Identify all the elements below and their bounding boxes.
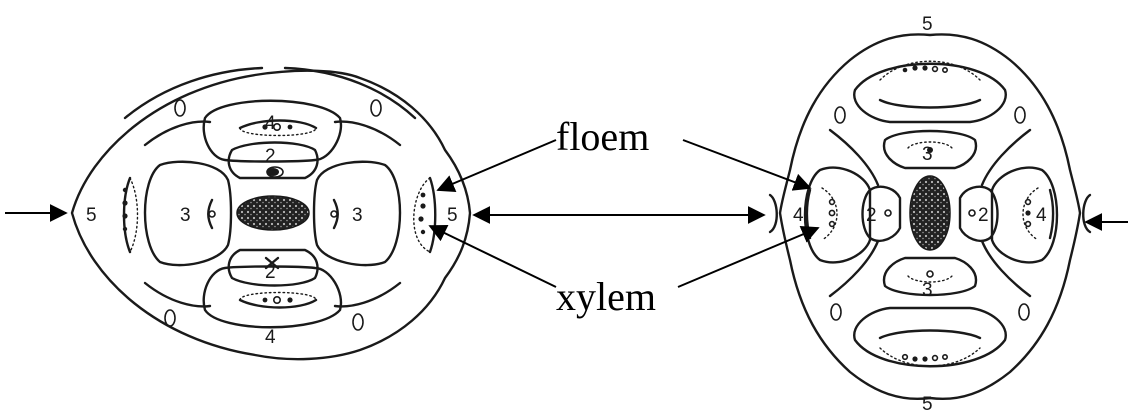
right-number-right-inner: 2 — [978, 205, 989, 226]
xylem-label: xylem — [556, 274, 656, 319]
right-inner-right-lobe — [958, 185, 999, 242]
left-number-bottom: 4 — [265, 327, 276, 348]
right-number-inner-top: 3 — [922, 144, 933, 165]
left-bundle-2-top — [267, 168, 279, 176]
left-sep-4 — [333, 281, 402, 308]
left-canal-3 — [164, 309, 176, 327]
left-number-left-inner: 3 — [180, 205, 191, 226]
left-outer-upper-right-arc — [283, 66, 417, 120]
right-left-lobe — [803, 166, 872, 264]
left-number-inner-bottom: 2 — [265, 262, 276, 283]
right-bottom-lobe — [853, 306, 1007, 368]
phloem-label: floem — [556, 114, 649, 159]
left-outer-outline — [70, 69, 472, 361]
xylem-arrow-left — [428, 224, 557, 288]
right-top-lobe — [853, 62, 1007, 124]
left-pith — [236, 195, 310, 231]
right-right-lobe — [990, 166, 1059, 264]
phloem-arrow-left — [436, 139, 557, 192]
annotations: floem xylem — [5, 114, 1128, 319]
left-number-right-outer: 5 — [447, 205, 458, 226]
right-number-top: 5 — [922, 14, 933, 35]
right-inner-bottom-lobe — [882, 256, 978, 297]
left-number-left-outer: 5 — [86, 205, 97, 226]
left-left-lobe — [143, 160, 233, 267]
left-number-top: 4 — [265, 113, 276, 134]
left-sep-2 — [333, 120, 402, 147]
left-canal-4 — [352, 313, 364, 331]
right-inner-left-lobe — [861, 185, 902, 242]
right-number-left-outer: 4 — [793, 205, 804, 226]
right-pith — [909, 175, 951, 251]
left-number-inner-top: 2 — [265, 146, 276, 167]
left-cross-section: 4 2 3 3 2 4 5 5 — [70, 66, 472, 361]
left-right-lobe — [312, 160, 402, 267]
right-number-bottom: 5 — [922, 394, 933, 415]
phloem-arrow-right — [682, 139, 812, 191]
left-inner-top-lobe — [227, 141, 319, 180]
left-canal-2 — [370, 99, 382, 117]
left-bundle-2-bottom — [264, 256, 280, 270]
right-outer-outline — [778, 33, 1082, 400]
left-outer-upper-left-arc — [123, 66, 264, 120]
right-cross-section: 5 3 4 2 2 4 3 5 — [768, 14, 1092, 415]
right-inner-top-lobe — [882, 129, 978, 170]
left-number-right-inner: 3 — [352, 205, 363, 226]
left-sep-1 — [143, 120, 212, 147]
left-inner-bottom-lobe — [227, 248, 319, 287]
left-canal-1 — [174, 99, 186, 117]
right-number-right-outer: 4 — [1036, 205, 1047, 226]
right-number-inner-bottom: 3 — [922, 280, 933, 301]
left-bundle-top-dots — [239, 127, 317, 137]
left-bundle-top-phloem — [238, 119, 318, 130]
right-number-left-inner: 2 — [866, 205, 877, 226]
left-sep-3 — [143, 281, 212, 308]
xylem-arrow-right — [677, 225, 820, 288]
